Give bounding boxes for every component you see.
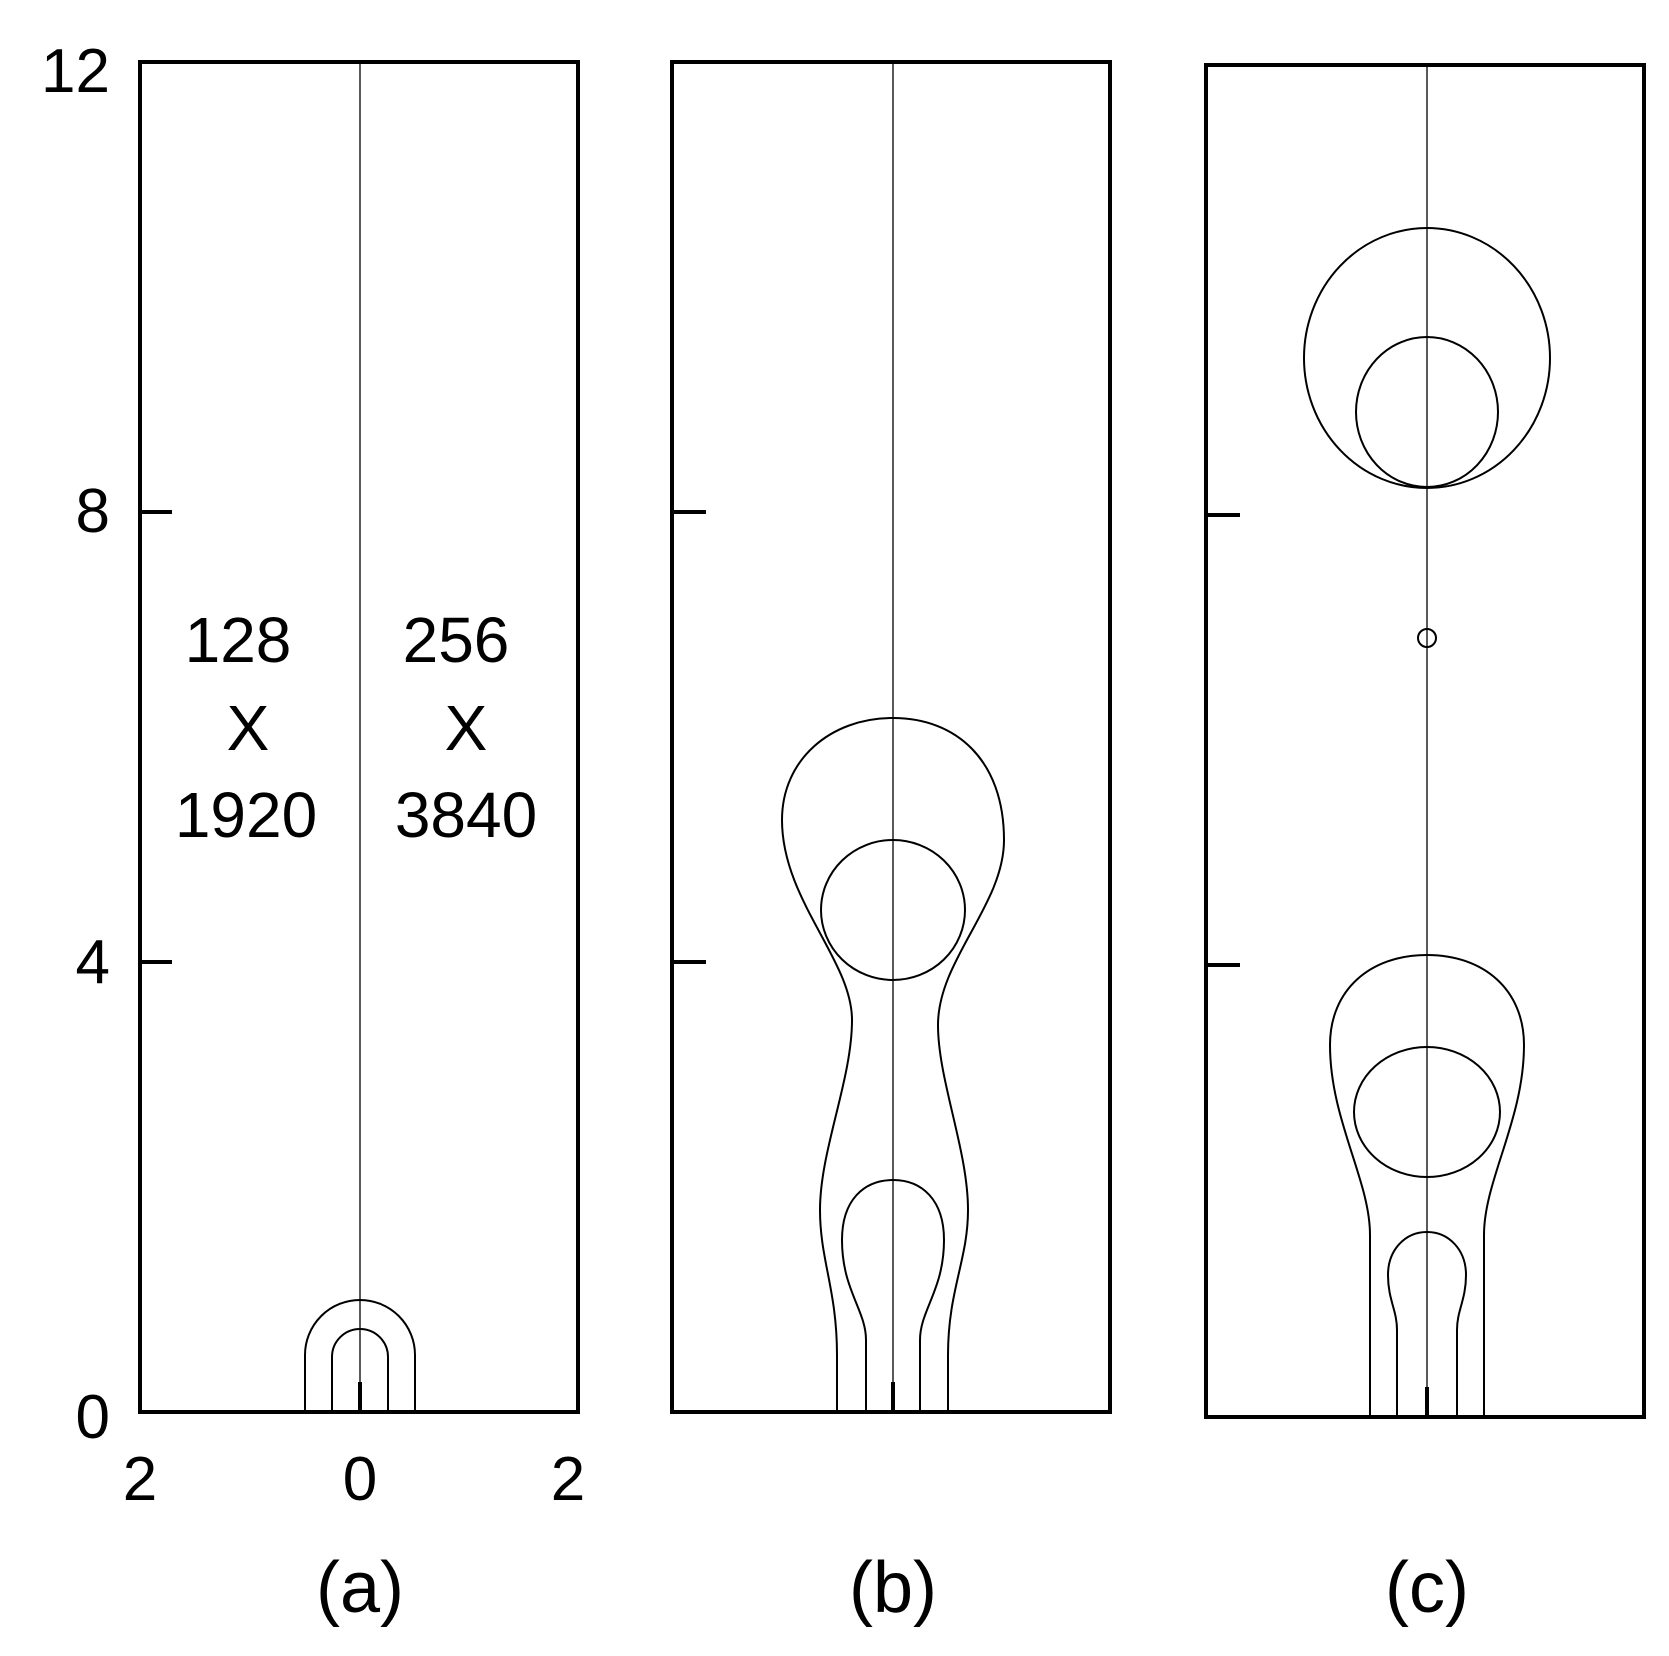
panel-b-label: (b) [849,1548,937,1628]
annotation-right-line3: 3840 [395,779,537,851]
panel-a-inner-contour [331,1328,389,1412]
panel-b-outer-contour [780,716,1006,1412]
panel-c-label: (c) [1385,1548,1469,1628]
y-tick-label-0: 0 [76,1383,110,1452]
panel-c-lower-inner-bubble [1353,1046,1501,1178]
annotation-left-line1: 128 [185,604,292,676]
panel-b-frame [670,60,1112,1414]
annotation-right-line2: X [445,692,488,764]
y-tick-label-8: 8 [76,477,110,546]
y-tick-label-4: 4 [76,928,110,997]
panel-c: (c) [1204,63,1646,1628]
panel-a-frame [138,60,580,1414]
y-tick-label-12: 12 [41,37,110,106]
panel-a: 128 X 1920 256 X 3840 (a) [138,60,580,1628]
panel-c-satellite-droplet [1417,628,1437,648]
annotation-left-line2: X [227,692,270,764]
panel-c-lower-outer-contour [1328,953,1526,1417]
panel-a-label: (a) [316,1548,404,1628]
x-tick-label-center: 0 [343,1445,377,1514]
annotation-left-line3: 1920 [175,779,317,851]
x-tick-label-left: 2 [123,1445,157,1514]
annotation-right-line1: 256 [403,604,510,676]
panel-c-upper-inner-bubble [1355,336,1499,488]
panel-c-lower-inner-contour [1386,1230,1468,1417]
panel-b-lower-inner-contour [840,1178,946,1412]
panel-b-inner-bubble [820,839,966,981]
panel-c-frame [1204,63,1646,1419]
x-tick-label-right: 2 [551,1445,585,1514]
panel-a-outer-contour [304,1299,416,1412]
panel-b: (b) [670,60,1112,1628]
